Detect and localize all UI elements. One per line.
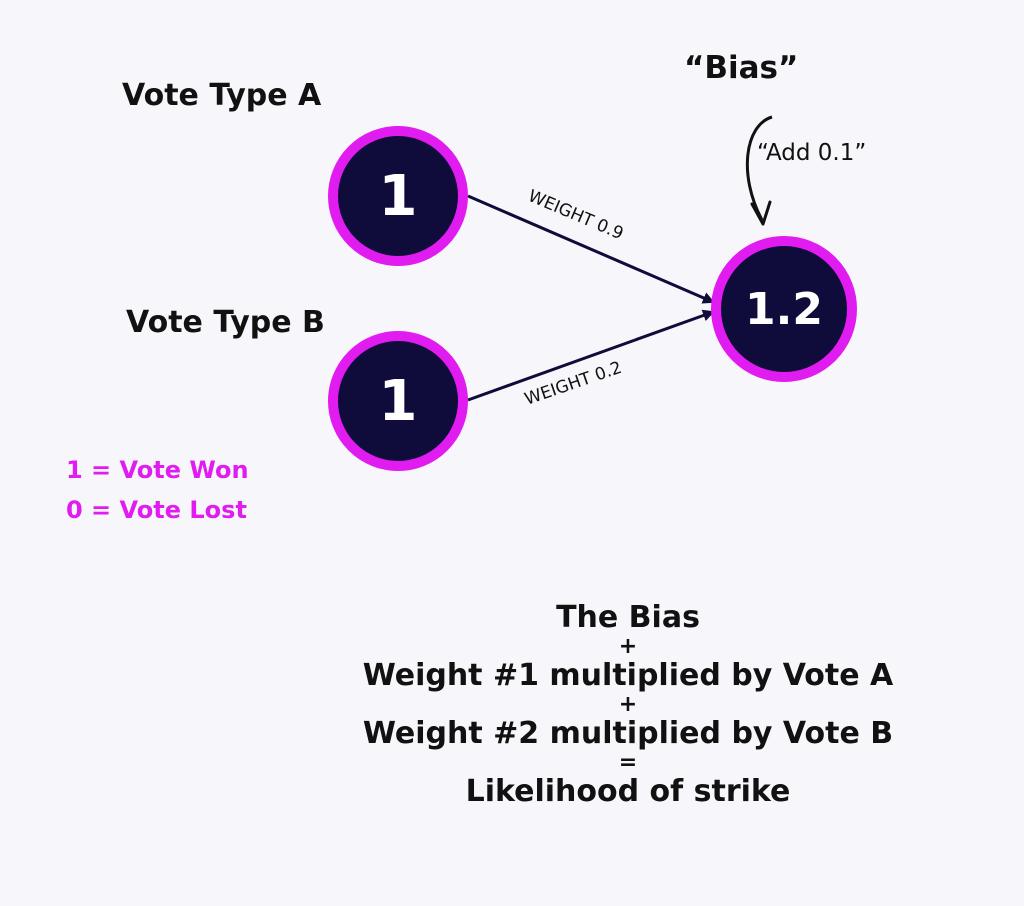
legend-vote-lost: 0 = Vote Lost bbox=[66, 496, 247, 524]
edge-a-to-output bbox=[467, 194, 715, 304]
bias-note: “Add 0.1” bbox=[757, 140, 867, 166]
formula-block: The Bias + Weight #1 multiplied by Vote … bbox=[340, 600, 916, 810]
formula-plus-2: + bbox=[618, 692, 638, 717]
output-node-value: 1.2 bbox=[745, 283, 823, 335]
bias-title: “Bias” bbox=[684, 50, 799, 86]
edge-b-to-output bbox=[467, 309, 715, 402]
input-node-b: 1 bbox=[328, 331, 468, 471]
vote-type-a-label: Vote Type A bbox=[122, 78, 322, 113]
weight-a-label: WEIGHT 0.9 bbox=[525, 186, 626, 244]
formula-result: Likelihood of strike bbox=[465, 774, 791, 809]
formula-equals: = bbox=[618, 750, 638, 775]
input-node-b-value: 1 bbox=[378, 368, 418, 434]
formula-plus-1: + bbox=[618, 634, 638, 659]
legend-vote-won: 1 = Vote Won bbox=[66, 456, 249, 484]
vote-type-b-label: Vote Type B bbox=[126, 305, 325, 340]
formula-weight-1: Weight #1 multiplied by Vote A bbox=[362, 658, 894, 693]
input-node-a: 1 bbox=[328, 126, 468, 266]
formula-weight-2: Weight #2 multiplied by Vote B bbox=[362, 716, 894, 751]
bias-arrowhead-icon bbox=[750, 200, 772, 226]
input-node-a-value: 1 bbox=[378, 163, 418, 229]
formula-bias: The Bias bbox=[556, 600, 700, 635]
bias-arrow bbox=[745, 115, 773, 221]
output-node: 1.2 bbox=[711, 236, 857, 382]
weight-b-label: WEIGHT 0.2 bbox=[522, 358, 624, 410]
